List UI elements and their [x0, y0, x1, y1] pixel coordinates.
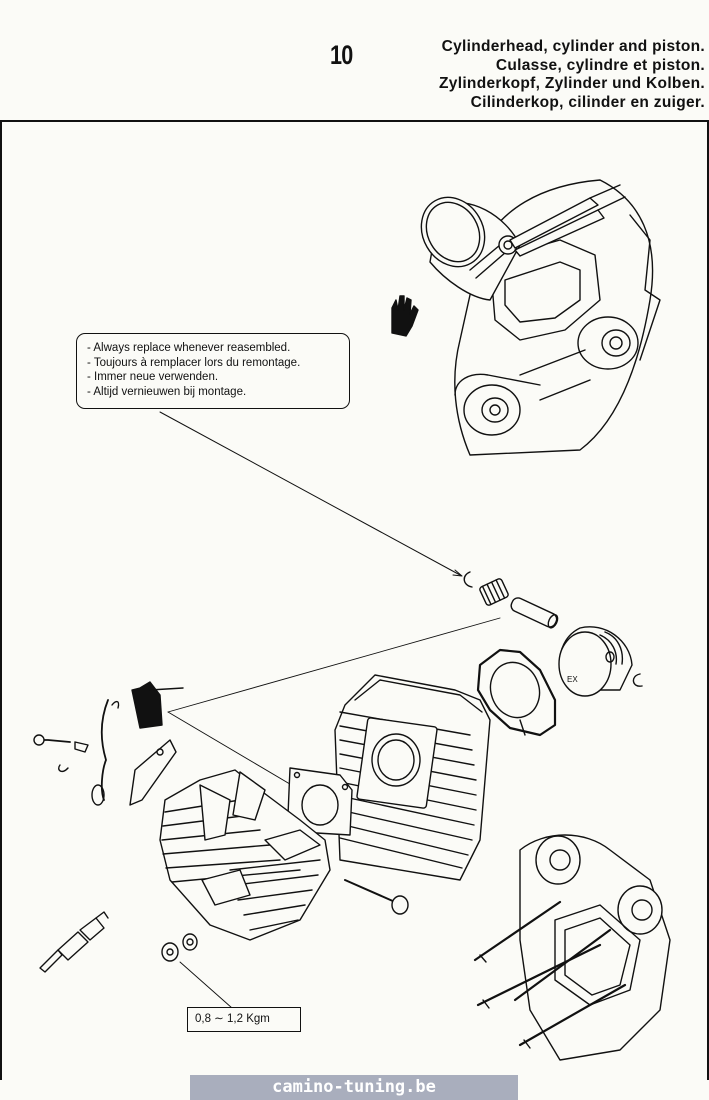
watermark-banner: camino-tuning.be	[190, 1075, 518, 1100]
decompressor-lever	[33, 681, 184, 806]
piston: EX	[558, 626, 633, 697]
exhaust-gasket	[287, 767, 353, 836]
spark-plug	[39, 911, 109, 973]
head-nut-washer	[161, 933, 198, 962]
title-dutch: Cilinderkop, cilinder en zuiger.	[470, 93, 705, 111]
replace-note-box: - Always replace whenever reasembled. - …	[76, 333, 350, 409]
torque-spec-box: 0,8 ∼ 1,2 Kgm	[187, 1007, 301, 1032]
watermark-text: camino-tuning.be	[272, 1077, 436, 1097]
title-french: Culasse, cylindre et piston.	[495, 56, 705, 74]
note-line-german: - Immer neue verwenden.	[87, 371, 219, 383]
cylinder-stud	[344, 879, 409, 915]
crankcase-with-studs	[473, 834, 671, 1061]
cylinder	[334, 674, 491, 881]
piston-pin-parts	[463, 571, 643, 687]
note-line-dutch: - Altijd vernieuwen bij montage.	[87, 385, 247, 398]
hand-warning-icon	[391, 295, 419, 337]
title-english: Cylinderhead, cylinder and piston.	[441, 38, 705, 55]
cylinder-head	[159, 769, 331, 941]
frame-right-edge	[707, 120, 709, 1080]
note-line-english: - Always replace whenever reasembled.	[87, 342, 291, 354]
piston-ex-mark: EX	[567, 675, 578, 684]
page-number: 10	[330, 40, 353, 70]
page-titles: Cylinderhead, cylinder and piston. Culas…	[439, 38, 705, 112]
cylinder-base-gasket	[476, 648, 557, 737]
diagram-frame	[0, 120, 709, 1082]
piston-install-inset	[420, 179, 661, 456]
title-german: Zylinderkopf, Zylinder und Kolben.	[439, 75, 705, 92]
note-line-french: - Toujours à remplacer lors du remontage…	[87, 356, 301, 369]
frame-left-edge	[0, 120, 2, 1080]
